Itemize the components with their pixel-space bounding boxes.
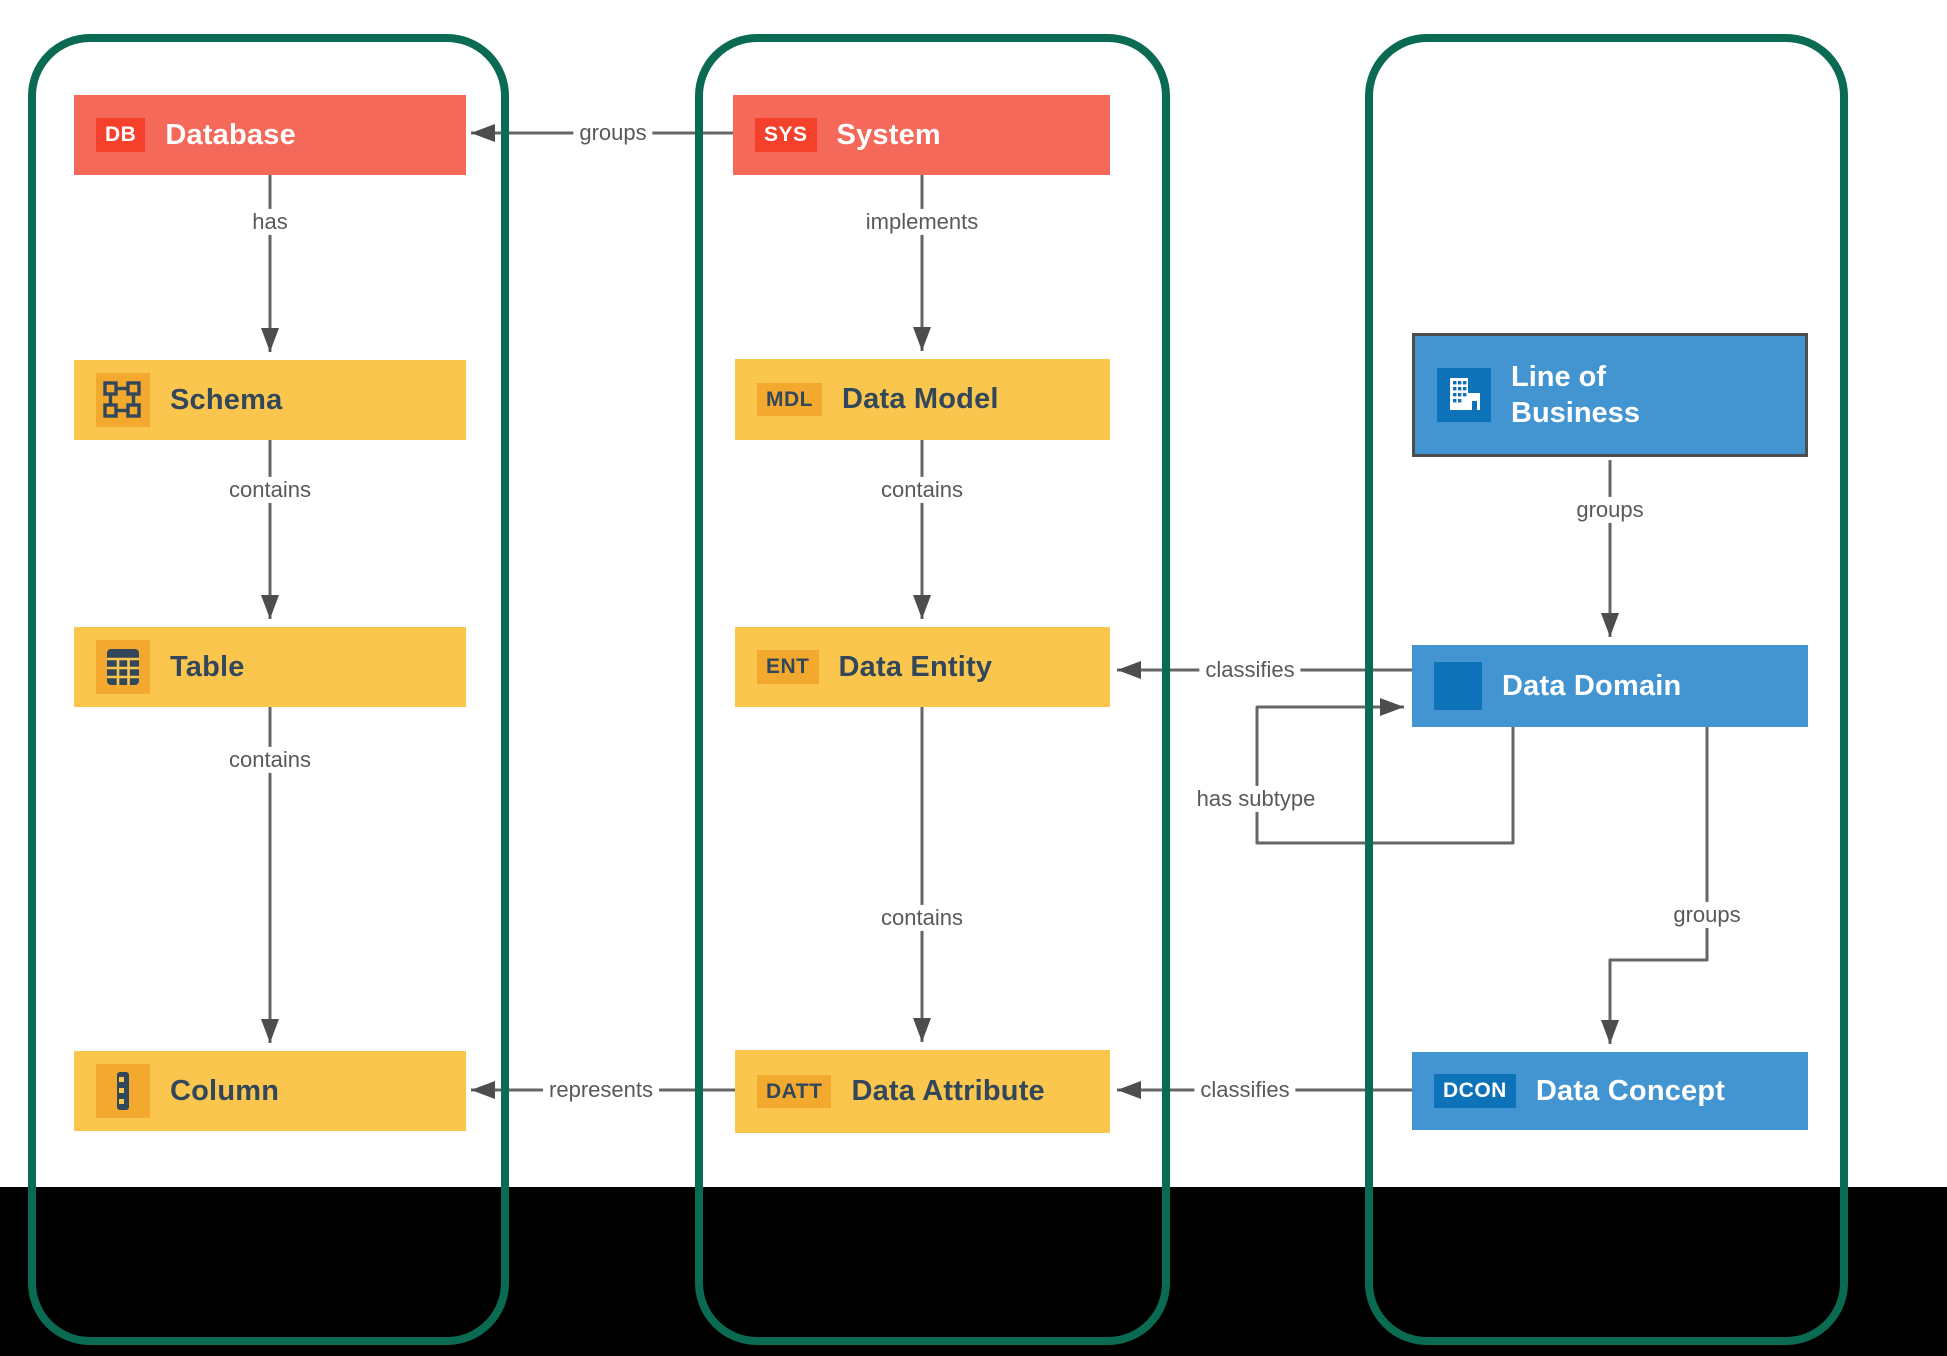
table-icon [96,640,150,694]
data-concept-label: Data Concept [1535,1074,1726,1107]
node-database[interactable]: DB Database [74,95,466,175]
edge-label-groups-3: groups [1667,901,1747,929]
data-domain-label: Data Domain [1502,669,1682,702]
edge-label-has-subtype: has subtype [1190,785,1322,813]
node-data-entity[interactable]: ENT Data Entity [735,627,1110,707]
column-label: Column [170,1074,280,1107]
edge-label-classifies-2: classifies [1194,1076,1296,1104]
data-attribute-label: Data Attribute [851,1075,1045,1107]
node-data-domain[interactable]: Data Domain [1412,645,1808,727]
edge-label-contains-1: contains [223,476,317,504]
data-concept-badge: DCON [1434,1074,1516,1108]
edge-label-contains-2: contains [223,746,317,774]
schema-icon [96,373,150,427]
edge-label-contains-3: contains [875,476,969,504]
data-attribute-badge: DATT [757,1074,832,1109]
node-table[interactable]: Table [74,627,466,707]
data-model-badge: MDL [757,382,822,417]
data-entity-label: Data Entity [838,650,993,683]
database-badge: DB [96,118,146,152]
building-icon [1437,368,1491,422]
edge-label-classifies-1: classifies [1199,656,1301,684]
edge-label-has: has [246,208,294,236]
column-icon [96,1064,150,1118]
node-data-concept[interactable]: DCON Data Concept [1412,1052,1808,1130]
edge-label-contains-4: contains [875,904,969,932]
edge-domain-concept [1601,727,1709,1044]
line-of-business-label: Line of Business [1511,360,1640,429]
bottom-black-band [0,1187,1947,1356]
system-label: System [836,118,941,151]
node-line-of-business[interactable]: Line of Business [1412,333,1808,457]
data-model-label: Data Model [842,383,999,415]
table-label: Table [170,650,245,683]
edge-domain-subtype-loop [1255,698,1515,845]
database-label: Database [165,118,296,151]
edge-label-groups-1: groups [573,119,653,147]
node-column[interactable]: Column [74,1051,466,1131]
node-system[interactable]: SYS System [733,95,1110,175]
edge-label-implements: implements [859,208,985,236]
node-schema[interactable]: Schema [74,360,466,440]
node-data-model[interactable]: MDL Data Model [735,359,1110,440]
square-icon [1434,662,1482,710]
edge-label-groups-2: groups [1570,496,1650,524]
edge-label-represents: represents [543,1076,659,1104]
node-data-attribute[interactable]: DATT Data Attribute [735,1050,1110,1133]
system-badge: SYS [755,118,817,152]
data-entity-badge: ENT [757,650,819,684]
schema-label: Schema [170,383,283,416]
